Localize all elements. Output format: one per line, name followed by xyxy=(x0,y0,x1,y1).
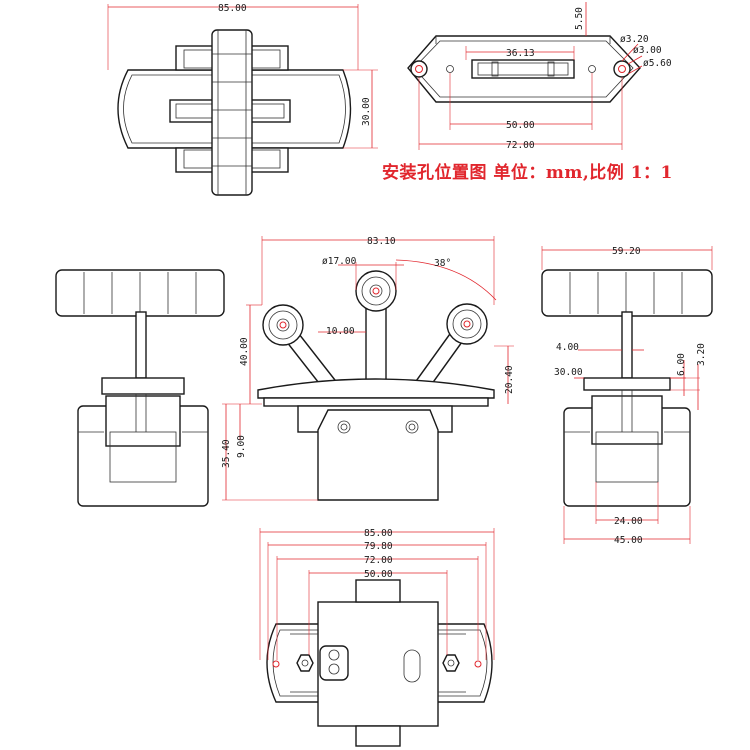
dim-slot: 36.13 xyxy=(506,48,535,59)
front-view: 83.10 ø17.00 38° 10.00 40.00 20.40 35.40… xyxy=(221,236,515,501)
dim-5-50: 5.50 xyxy=(574,7,585,30)
dim-b-50: 50.00 xyxy=(364,569,393,580)
dim-spacing: 10.00 xyxy=(326,326,355,337)
dim-b-85: 85.00 xyxy=(364,528,393,539)
dim-plate: 20.40 xyxy=(504,365,515,394)
dim-overall: 72.00 xyxy=(506,140,535,151)
dim-d5-60: ø5.60 xyxy=(643,58,672,69)
bottom-view: 85.00 79.80 72.00 50.00 xyxy=(259,528,495,747)
dim-b-79: 79.80 xyxy=(364,541,393,552)
dim-d3-20: ø3.20 xyxy=(620,34,649,45)
top-view: 85.00 30.00 xyxy=(107,3,378,196)
dim-shaft: 4.00 xyxy=(556,342,579,353)
drawing-title: 安装孔位置图 单位：mm,比例 1：1 xyxy=(382,163,673,183)
dim-side-width: 59.20 xyxy=(612,246,641,257)
dim-top-width: 85.00 xyxy=(218,3,247,14)
dim-body: 45.00 xyxy=(614,535,643,546)
dim-base: 9.00 xyxy=(236,435,247,458)
dim-collar: 30.00 xyxy=(554,367,583,378)
dim-d3-00: ø3.00 xyxy=(633,45,662,56)
dim-b-72: 72.00 xyxy=(364,555,393,566)
dim-top-height: 30.00 xyxy=(361,97,372,126)
right-view: 59.20 4.00 30.00 6.00 3.20 24.00 45.00 xyxy=(541,246,713,546)
dim-inner: 24.00 xyxy=(614,516,643,527)
dim-front-width: 83.10 xyxy=(367,236,396,247)
dim-angle: 38° xyxy=(434,258,451,269)
dim-total: 35.40 xyxy=(221,439,232,468)
left-view xyxy=(55,269,225,507)
mount-plate: 36.13 50.00 72.00 5.50 ø3.20 ø3.00 ø5.60 xyxy=(407,2,672,151)
dim-knob-dia: ø17.00 xyxy=(322,256,357,267)
dim-hole-spacing: 50.00 xyxy=(506,120,535,131)
dim-3-20: 3.20 xyxy=(696,343,707,366)
dim-height: 40.00 xyxy=(239,337,250,366)
dim-6-00: 6.00 xyxy=(676,353,687,376)
